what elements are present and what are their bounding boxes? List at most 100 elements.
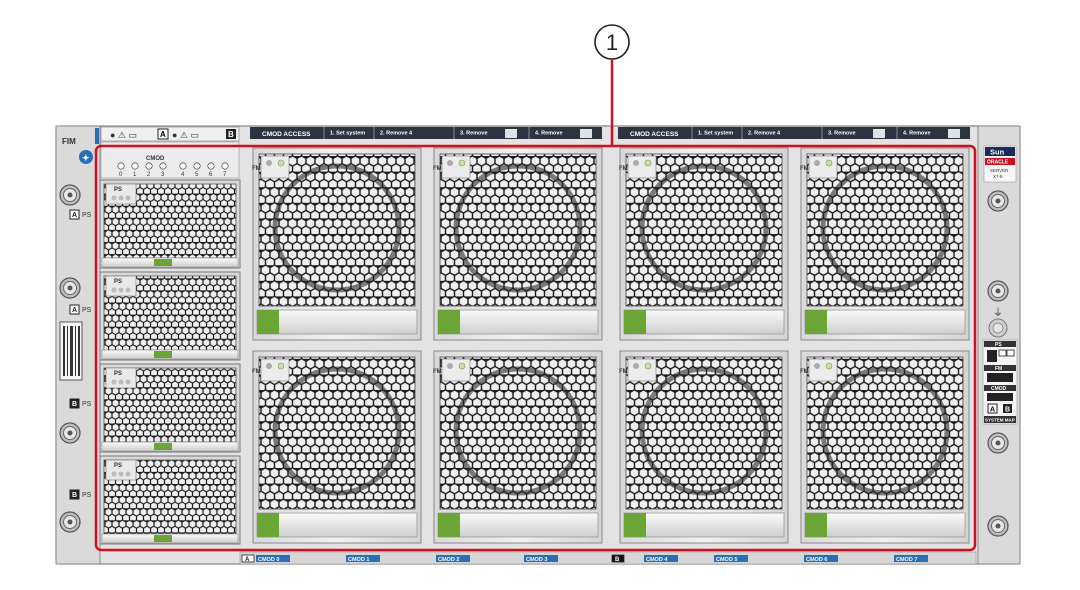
fan-release-latch [624,310,646,334]
banner-step: 3. Remove [828,131,856,137]
oracle-brand: ORACLE [987,160,1009,166]
right-rail-screws [987,190,1009,537]
fan-grille [258,153,416,307]
fan-release-latch [805,310,827,334]
banner-title: CMOD ACCESS [630,131,679,138]
cmod-led [159,162,167,170]
cmod-led-number: 0 [119,172,123,178]
fan-label: FM [433,369,442,375]
right-thumbscrew-0[interactable] [987,190,1009,212]
svg-text:✦: ✦ [82,153,90,163]
fan-release-latch [438,513,460,537]
fan-grille [439,153,597,307]
svg-text:CMOD 6: CMOD 6 [806,557,827,563]
cmod-led [193,162,201,170]
fan-handle [437,309,599,335]
svg-text:● ⚠ ▭: ● ⚠ ▭ [110,130,137,140]
banner-title: CMOD ACCESS [262,131,311,138]
fan-led [825,159,833,167]
fan-handle [437,512,599,538]
fan-grille [439,356,597,510]
barcode-label [59,321,83,381]
fan-module-6[interactable]: FM [619,350,789,544]
right-thumbscrew-3[interactable] [987,515,1009,537]
fan-led [633,160,639,166]
cmod-group-letter: B [615,557,620,563]
right-panel: Sun ORACLE SERVER X7-8 ⏚ PS FM CMOD A B [982,145,1018,425]
cmod-slot-label-0: CMOD 0 [256,555,290,563]
fan-led [447,160,453,166]
sun-brand: Sun [990,148,1005,157]
svg-text:FM: FM [995,366,1002,372]
cmod-led-number: 4 [181,172,185,178]
cmod-led [145,162,153,170]
fan-release-latch [257,513,279,537]
psu-label: PS [114,279,122,285]
ps-side-label: PS [82,212,92,219]
psu-label: PS [114,463,122,469]
banner-step-icon [948,129,960,138]
cmod-slot-label-6: CMOD 6 [804,555,838,563]
banner-step-icon [873,129,885,138]
cmod-led [179,162,187,170]
fan-grille [806,356,964,510]
left-thumbscrew-0[interactable] [59,184,81,206]
fan-led [814,160,820,166]
fan-module-2[interactable]: FM [619,147,789,341]
ps-side-letter: A [72,212,77,219]
fan-led [644,362,652,370]
psu-release-latch [154,535,172,542]
cmod-led-number: 7 [223,172,227,178]
svg-text:CMOD 5: CMOD 5 [716,557,737,563]
fan-module-4[interactable]: FM [252,350,422,544]
fan-status-panel [441,358,471,382]
left-thumbscrew-3[interactable] [59,511,81,533]
cmod-led-number: 1 [133,172,137,178]
right-thumbscrew-1[interactable] [987,280,1009,302]
svg-text:⏚: ⏚ [993,307,1003,319]
svg-text:SERVER: SERVER [990,168,1009,173]
power-supply-2[interactable]: PS [99,363,241,453]
cmod-led-number: 5 [195,172,199,178]
power-supply-1[interactable]: PS [99,271,241,361]
locator-icon [79,150,93,164]
power-supply-3[interactable]: PS [99,455,241,545]
fan-module-3[interactable]: FM [800,147,970,341]
fan-module-0[interactable]: FM [252,147,422,341]
system-map-label: SYSTEM MAP [985,418,1015,423]
fan-status-panel [441,155,471,179]
cmod-led [207,162,215,170]
fan-module-5[interactable]: FM [433,350,603,544]
fan-module-7[interactable]: FM [800,350,970,544]
svg-text:CMOD 4: CMOD 4 [646,557,668,563]
cmod-group-letter-box [241,554,255,563]
top-indicator-strip: ● ⚠ ▭ A ● ⚠ ▭ B [100,126,240,142]
svg-text:A: A [990,407,995,414]
fan-status-panel [627,358,657,382]
fan-led [825,362,833,370]
fan-module-1[interactable]: FM [433,147,603,341]
cmod-led-number: 6 [209,172,213,178]
cmod-slot-label-2: CMOD 2 [436,555,470,563]
right-thumbscrew-2[interactable] [987,432,1009,454]
b-box [226,129,236,139]
left-thumbscrew-2[interactable] [59,422,81,444]
left-thumbscrew-1[interactable] [59,277,81,299]
banner-step: 4. Remove [903,131,931,137]
callout: 1 [94,24,977,552]
cmod-slot-label-5: CMOD 5 [714,555,748,563]
power-supply-0[interactable]: PS [99,179,241,269]
fan-handle [623,512,785,538]
fan-led [458,159,466,167]
psu-release-latch [154,443,172,450]
cmod-led [221,162,229,170]
fan-led [458,362,466,370]
fan-status-panel [260,155,290,179]
fan-led [266,160,272,166]
banner-step: 2. Remove 4 [380,131,413,137]
psu-release-latch [154,351,172,358]
cmod-led-number: 2 [147,172,151,178]
